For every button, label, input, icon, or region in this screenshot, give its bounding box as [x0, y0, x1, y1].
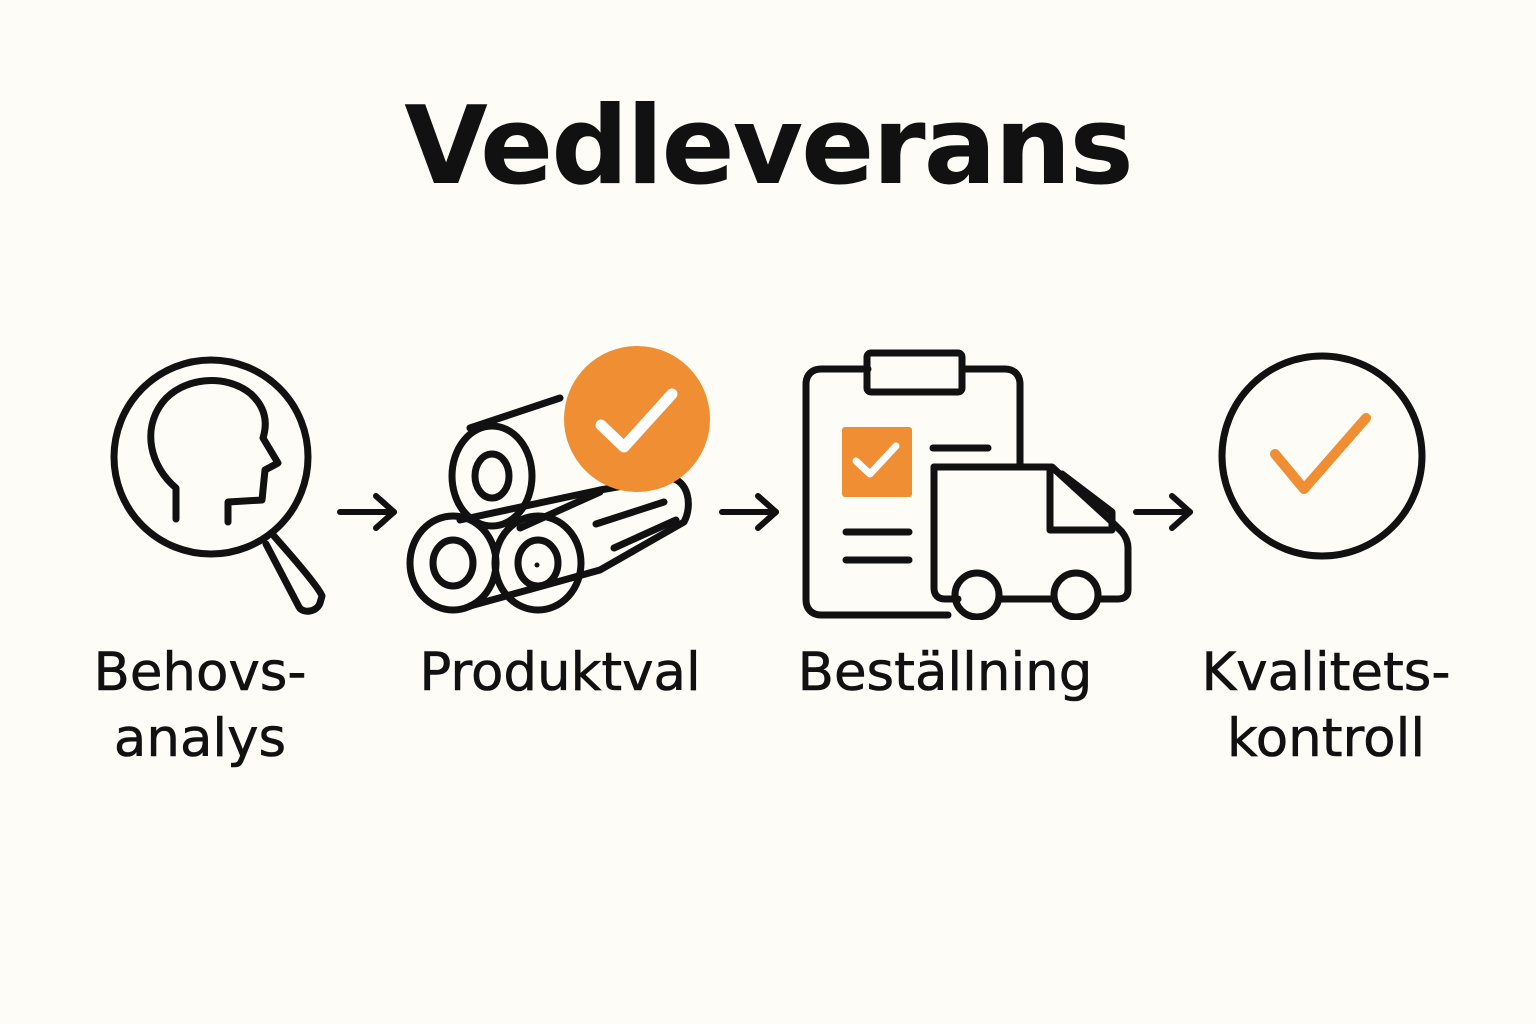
logs-check-icon [406, 346, 710, 614]
arrow-right-icon [1133, 493, 1193, 531]
clipboard-truck-icon [802, 349, 1132, 620]
diagram-title: Vedleverans [404, 84, 1133, 209]
step-label-produktval: Produktval [419, 642, 701, 704]
step-label-behovsanalys: Behovs- analys [93, 642, 307, 770]
head-magnifier-icon [110, 356, 326, 615]
step-label-bestallning: Beställning [797, 642, 1093, 704]
arrow-right-icon [337, 493, 397, 531]
step-label-kvalitetskontroll: Kvalitets- kontroll [1201, 642, 1451, 770]
arrow-right-icon [719, 493, 779, 531]
check-circle-icon [1218, 352, 1426, 560]
